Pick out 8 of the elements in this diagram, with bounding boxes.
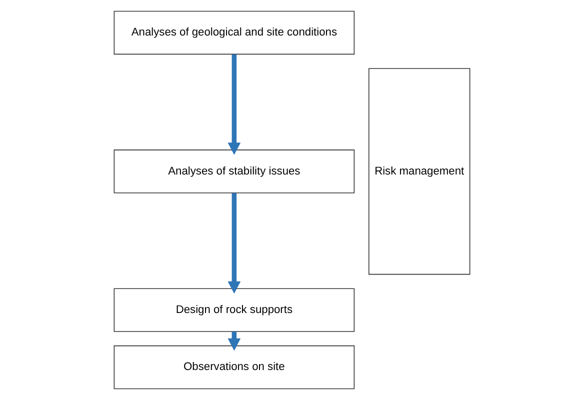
node-box: Risk management — [368, 68, 470, 275]
node-box: Analyses of geological and site conditions — [114, 10, 355, 55]
arrow — [228, 332, 241, 351]
arrow — [228, 54, 241, 155]
arrow — [228, 193, 241, 294]
node-box: Observations on site — [114, 345, 355, 390]
node-box: Design of rock supports — [114, 288, 355, 332]
node-box: Analyses of stability issues — [114, 150, 355, 194]
